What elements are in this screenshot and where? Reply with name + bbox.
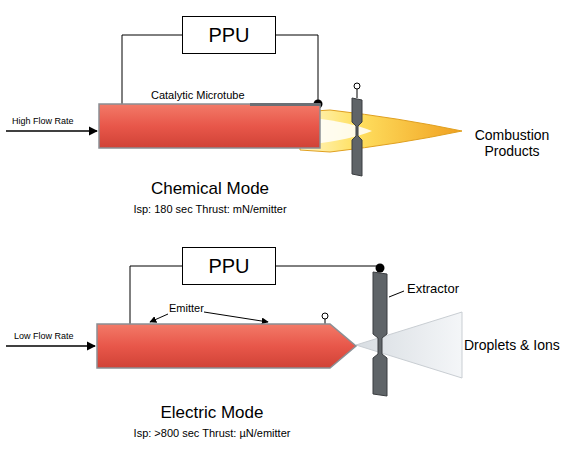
performance-note: Isp: 180 sec Thrust: mN/emitter (60, 203, 360, 216)
box-label: PPU (208, 24, 249, 47)
spray-cone (356, 312, 462, 378)
process-box: PPU (182, 16, 276, 54)
junction-dot (376, 264, 385, 273)
process-box: PPU (182, 247, 276, 285)
terminal (354, 83, 360, 89)
terminal (322, 313, 328, 319)
wire (276, 35, 318, 104)
terminal-stem (357, 89, 358, 98)
extractor-plate (352, 98, 362, 176)
wire (130, 266, 182, 324)
flow-label: Low Flow Rate (14, 331, 104, 341)
output-label: Combustion Products (462, 127, 562, 159)
mode-title: Chemical Mode (80, 179, 340, 199)
flow-arrow (6, 130, 97, 131)
emitter-tube: Emitter (97, 324, 356, 368)
extractor-wire (276, 266, 380, 267)
tube-shape (99, 104, 320, 148)
part-label: Emitter (169, 302, 204, 315)
leader-line (204, 312, 268, 322)
extractor-plate (373, 272, 387, 396)
mode-title: Electric Mode (82, 403, 342, 423)
flame (300, 110, 462, 152)
leader-line (150, 314, 168, 322)
box-label: PPU (208, 255, 249, 278)
tube-shape (97, 324, 356, 368)
catalytic-microtube: Catalytic Microtube (99, 104, 320, 148)
extractor-wire (380, 266, 381, 272)
output-label: Droplets & Ions (464, 337, 568, 353)
performance-note: Isp: >800 sec Thrust: µN/emitter (52, 427, 372, 440)
part-label: Extractor (407, 282, 487, 297)
flame-core (312, 118, 372, 144)
leader-line (389, 291, 404, 297)
flow-arrow (6, 345, 95, 346)
part-label: Catalytic Microtube (151, 89, 245, 102)
flow-label: High Flow Rate (12, 116, 102, 126)
